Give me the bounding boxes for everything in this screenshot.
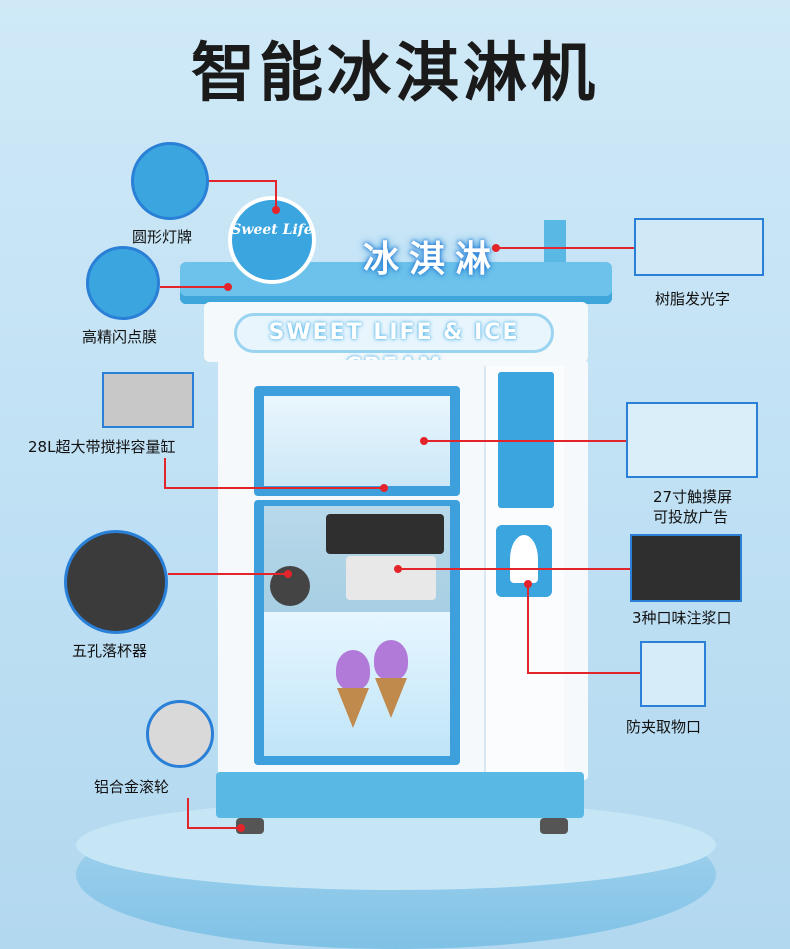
- leader-line: [164, 487, 384, 489]
- leader-dot: [272, 206, 280, 214]
- leader-line: [187, 827, 241, 829]
- leader-dot: [237, 824, 245, 832]
- label-cup-drop: 五孔落杯器: [72, 642, 148, 660]
- glow-text-thumbnail: [634, 218, 764, 276]
- label-round-light-sign: 圆形灯牌: [132, 228, 193, 246]
- leader-dot: [284, 570, 292, 578]
- machine-banner: SWEET LIFE & ICE CREAM: [234, 313, 554, 379]
- caster-right: [540, 818, 568, 834]
- tank-thumbnail: [102, 372, 194, 428]
- leader-line: [209, 180, 277, 182]
- leader-line: [496, 247, 634, 249]
- label-hd-film: 高精闪点膜: [82, 328, 158, 346]
- caster-thumbnail: [146, 700, 214, 768]
- label-touch-screen-line2: 可投放广告: [653, 508, 729, 526]
- label-touch-screen-line1: 27寸触摸屏: [653, 488, 733, 506]
- leader-line: [164, 458, 166, 488]
- screen-thumbnail: [626, 402, 758, 478]
- cone-left: [337, 688, 369, 728]
- resin-glow-sign: 冰淇淋: [362, 239, 501, 280]
- ice-cream-swirl-right: [374, 640, 408, 680]
- leader-line: [527, 583, 529, 673]
- leader-line: [168, 573, 288, 575]
- leader-dot: [492, 244, 500, 252]
- machine-chimney: [544, 220, 566, 264]
- label-mixing-tank: 28L超大带搅拌容量缸: [28, 438, 176, 456]
- leader-line: [527, 672, 640, 674]
- leader-dot: [380, 484, 388, 492]
- nozzle-thumbnail: [630, 534, 742, 602]
- label-casters: 铝合金滚轮: [94, 778, 170, 796]
- film-thumbnail: [86, 246, 160, 320]
- label-resin-glow-text: 树脂发光字: [655, 290, 731, 308]
- page-title: 智能冰淇淋机: [191, 37, 599, 111]
- cone-icon: [510, 535, 538, 583]
- cup-drop-thumbnail: [64, 530, 168, 634]
- leader-line: [160, 286, 228, 288]
- touch-screen[interactable]: [264, 396, 450, 486]
- ice-cream-swirl-left: [336, 650, 370, 690]
- leader-dot: [394, 565, 402, 573]
- flavor-nozzles: [346, 556, 436, 600]
- leader-dot: [524, 580, 532, 588]
- machine-base: [216, 772, 584, 818]
- outlet-thumbnail: [640, 641, 706, 707]
- dispenser-head: [326, 514, 444, 554]
- leader-line: [187, 798, 189, 828]
- leader-dot: [420, 437, 428, 445]
- leader-line: [398, 568, 630, 570]
- leader-line: [424, 440, 626, 442]
- label-anti-pinch-outlet: 防夹取物口: [626, 718, 702, 736]
- leader-dot: [224, 283, 232, 291]
- round-sign-text: Sweet Life: [231, 222, 313, 238]
- leader-line: [275, 180, 277, 210]
- cone-right: [375, 678, 407, 718]
- label-flavor-nozzle: 3种口味注浆口: [632, 609, 732, 627]
- round-sign-thumbnail: [131, 142, 209, 220]
